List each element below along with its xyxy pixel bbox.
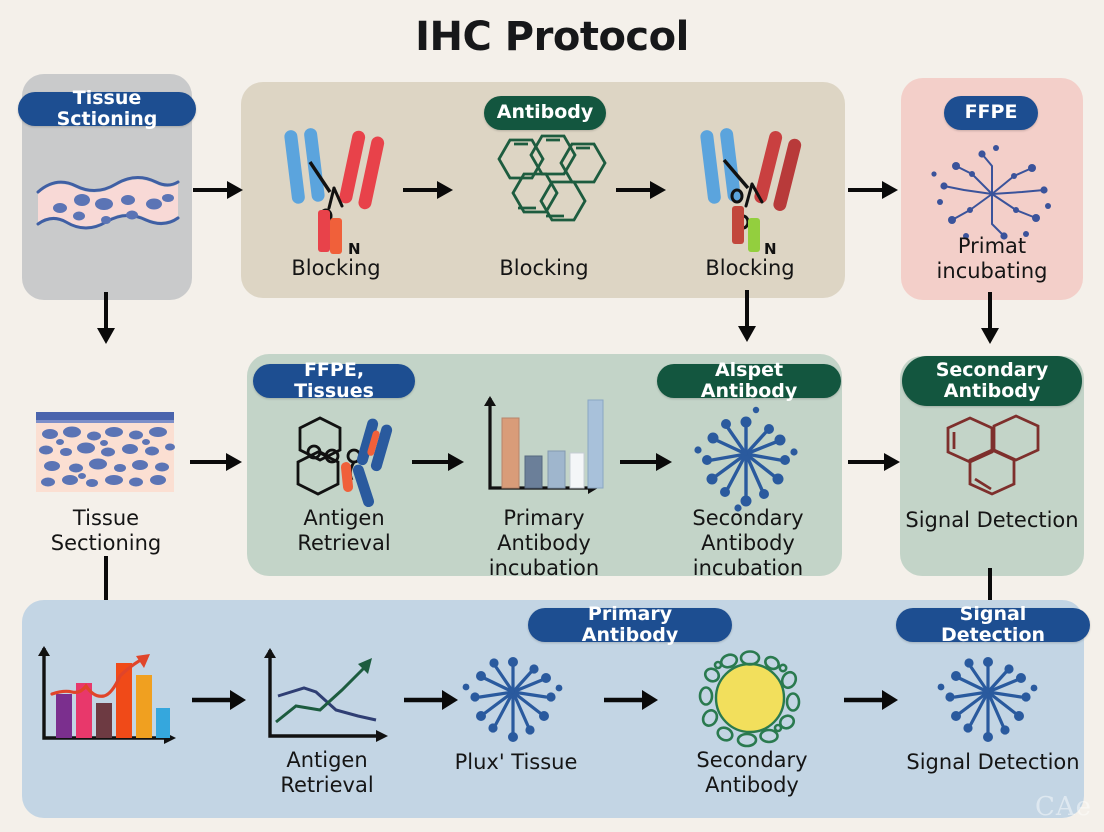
arrow-right-bottom-3 <box>604 688 658 712</box>
antibody-y-icon: N <box>690 126 814 258</box>
svg-text:N: N <box>348 240 361 258</box>
bar-trend-chart-icon <box>32 646 180 752</box>
caption-plux-tissue: Plux' Tissue <box>454 750 578 774</box>
molecule-burst-icon <box>926 140 1058 248</box>
hexagon-antibody-icon <box>286 408 402 512</box>
badge-primary-antibody[interactable]: Primary Antibody <box>528 603 732 646</box>
caption-signal-detection-mid: Signal Detection <box>905 508 1079 532</box>
cell-yellow-icon <box>692 646 808 750</box>
svg-text:N: N <box>764 240 777 258</box>
arrow-right-mid-2 <box>412 450 464 474</box>
tissue-block-icon <box>34 410 176 494</box>
arrow-right-bottom-1 <box>192 688 246 712</box>
arrow-right-bottom-4 <box>844 688 898 712</box>
arrow-down-blocking3 <box>735 290 759 342</box>
starburst-icon <box>935 648 1041 746</box>
arrow-right-bottom-2 <box>404 688 458 712</box>
arrow-right-mid-4 <box>848 450 900 474</box>
badge-ffpe-tissues[interactable]: FFPE, Tissues <box>253 359 415 402</box>
caption-antigen-retrieval: Antigen Retrieval <box>297 506 391 555</box>
tissue-slice-icon <box>34 152 182 250</box>
caption-blocking-3: Blocking <box>705 256 795 280</box>
badge-secondary-antibody[interactable]: Secondary Antibody <box>902 356 1082 406</box>
caption-primary-antibody-incubation: Primary Antibody incubation <box>488 506 600 580</box>
caption-secondary-antibody-incubation: Secondary Antibody incubation <box>692 506 804 580</box>
arrow-right-top-1 <box>193 178 243 202</box>
badge-alspet-antibody[interactable]: Alspet Antibody <box>657 359 841 402</box>
caption-blocking-2: Blocking <box>499 256 589 280</box>
arrow-right-mid-1 <box>190 450 242 474</box>
badge-ffpe[interactable]: FFPE <box>944 96 1038 130</box>
caption-secondary-antibody-2: Secondary Antibody <box>696 748 808 797</box>
starburst-icon <box>460 648 566 746</box>
caption-blocking-1: Blocking <box>291 256 381 280</box>
starburst-icon <box>690 406 802 512</box>
caption-primat-incubating: Primat incubating <box>936 234 1048 283</box>
badge-tissue-sectioning[interactable]: Tissue Sctioning <box>18 87 196 130</box>
antibody-y-icon: N <box>274 126 398 258</box>
hexagon-chain-icon <box>484 130 608 240</box>
arrow-right-top-4 <box>848 178 898 202</box>
badge-antibody[interactable]: Antibody <box>484 96 606 130</box>
caption-tissue-sectioning: Tissue Sectioning <box>50 506 162 555</box>
arrow-right-mid-3 <box>620 450 672 474</box>
arrow-down-tissue <box>94 292 118 344</box>
arrow-down-ffpe <box>978 292 1002 344</box>
benzene-trio-icon <box>932 412 1052 508</box>
arrow-right-top-3 <box>616 178 666 202</box>
caption-antigen-retrieval-2: Antigen Retrieval <box>280 748 374 797</box>
caption-signal-detection-bottom: Signal Detection <box>906 750 1080 774</box>
badge-signal-detection[interactable]: Signal Detection <box>896 603 1090 646</box>
page-title: IHC Protocol <box>415 14 689 60</box>
arrow-right-top-2 <box>403 178 453 202</box>
bar-chart-icon <box>480 396 604 500</box>
line-chart-icon <box>258 648 392 750</box>
